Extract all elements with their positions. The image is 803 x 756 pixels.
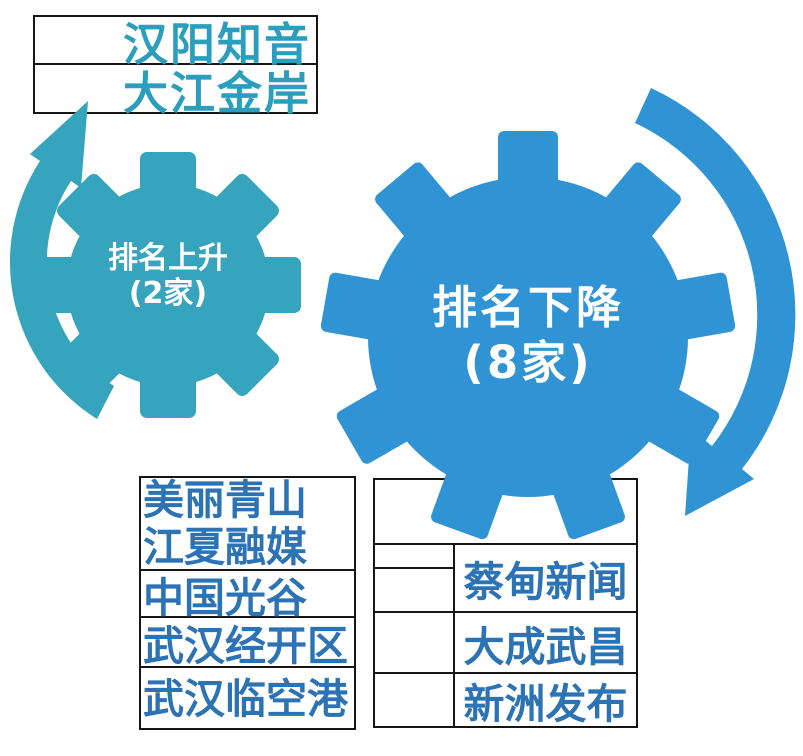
grid-line [375,567,455,569]
account-name: 蔡甸新闻 [463,558,628,606]
gear-down-count: (8家) [463,336,593,389]
ranking-down-table-right: 蔡甸新闻 大成武昌 新洲发布 [373,478,638,728]
table-row: 武汉临空港 [141,668,354,723]
curved-arrow-down-icon [635,88,796,516]
gear-down-title: 排名下降 [431,281,624,334]
account-name: 武汉经开区 [143,622,348,670]
grid-line [375,543,636,545]
account-name: 江夏融媒 [143,522,307,571]
gear-up-icon [35,152,301,418]
grid-line [453,543,455,726]
account-name: 汉阳知音 [122,17,311,71]
ranking-down-table-left: 美丽青山 江夏融媒 中国光谷 武汉经开区 武汉临空港 [139,476,356,730]
table-row: 大江金岸 [35,65,316,120]
grid-line [375,672,636,674]
gear-up-title: 排名上升 [108,241,228,276]
account-name: 武汉临空港 [143,675,348,723]
table-row: 中国光谷 [141,571,354,622]
grid-line [375,611,636,613]
account-name: 新洲发布 [463,680,628,728]
account-name: 大成武昌 [463,622,628,671]
ranking-up-table: 汉阳知音 大江金岸 [33,15,318,120]
table-row: 新洲发布 [455,674,636,728]
table-row: 蔡甸新闻 [455,545,636,611]
account-name: 美丽青山 [143,475,307,524]
account-name: 中国光谷 [143,573,307,622]
account-name: 大江金岸 [122,66,311,120]
table-row: 美丽青山 江夏融媒 [141,475,354,571]
gear-up-label: 排名上升 (2家) [48,241,288,311]
table-row: 汉阳知音 [35,17,316,71]
table-row: 武汉经开区 [141,618,354,670]
gear-up-count: (2家) [128,276,208,311]
gear-down-icon [320,131,736,540]
curved-arrow-up-icon [9,101,114,419]
table-row: 大成武昌 [455,613,636,672]
gear-down-label: 排名下降 (8家) [393,280,663,390]
